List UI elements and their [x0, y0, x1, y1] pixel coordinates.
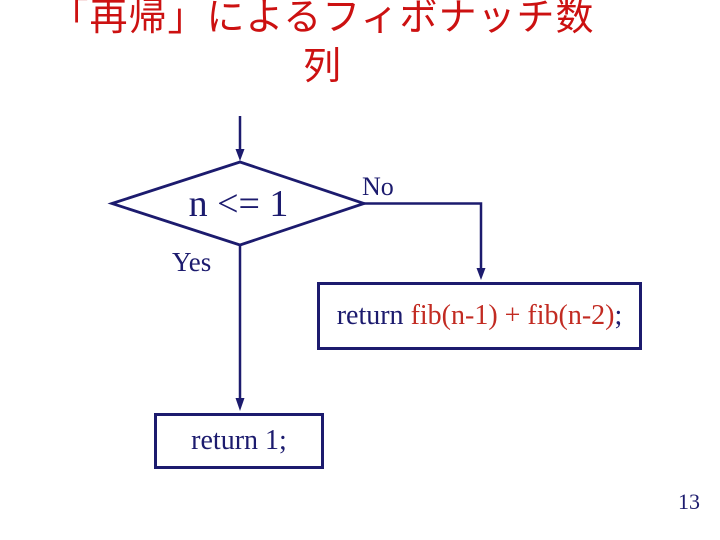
page-number: 13 — [678, 489, 700, 514]
yes-branch-label: Yes — [172, 247, 212, 277]
yes-branch-arrowhead-icon — [235, 398, 245, 411]
no-branch-box: return fib(n-1) + fib(n-2); — [317, 282, 642, 350]
page-title: 「再帰」によるフィボナッチ数 列 — [0, 0, 645, 92]
no-branch-arrowhead-icon — [476, 268, 486, 280]
yes-branch-code: return 1; — [191, 425, 287, 456]
page-title-line1: 「再帰」によるフィボナッチ数 — [50, 0, 595, 39]
no-branch-code-highlight: fib(n-1) + fib(n-2) — [410, 300, 615, 331]
no-branch-code-prefix: return — [336, 300, 411, 331]
no-branch-code-suffix: ; — [614, 300, 623, 331]
page-title-line2: 列 — [302, 46, 342, 88]
entry-arrowhead-icon — [235, 149, 245, 161]
yes-branch-box: return 1; — [154, 413, 324, 469]
decision-label: n <= 1 — [188, 183, 289, 225]
no-branch-label: No — [362, 172, 394, 201]
no-branch-line — [364, 202, 483, 270]
